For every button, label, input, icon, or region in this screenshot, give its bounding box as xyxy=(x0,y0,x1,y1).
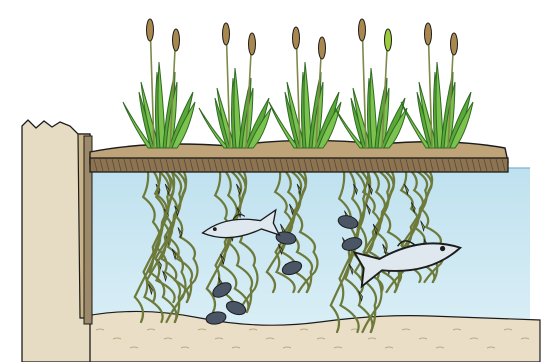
seed-head xyxy=(293,27,300,49)
seed-head xyxy=(359,19,366,41)
seed-head xyxy=(425,23,432,45)
seed-head xyxy=(451,33,458,55)
reed-plants xyxy=(123,19,473,148)
reed-clump xyxy=(269,27,341,148)
seed-head xyxy=(223,23,230,45)
platform-mat xyxy=(90,158,508,172)
reed-clump xyxy=(123,19,195,148)
seed-head xyxy=(385,29,392,51)
seed-head xyxy=(173,29,180,51)
reed-clump xyxy=(401,23,473,148)
left-bank xyxy=(22,120,92,362)
seed-head xyxy=(147,19,154,41)
reed-clump xyxy=(199,23,271,148)
seed-head xyxy=(319,37,326,59)
seed-head xyxy=(249,33,256,55)
reed-clump xyxy=(335,19,407,148)
